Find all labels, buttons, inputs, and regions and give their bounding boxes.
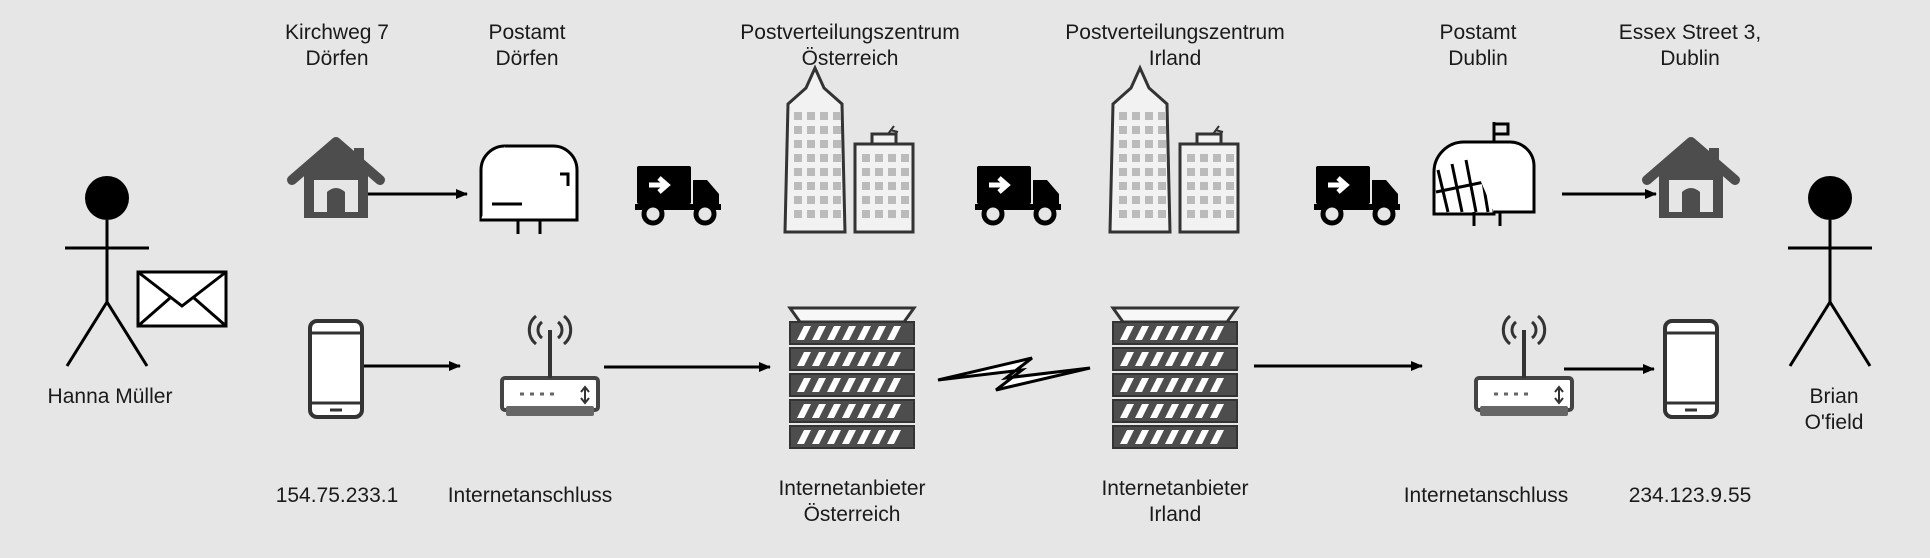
sender-address-label: Kirchweg 7 Dörfen	[285, 21, 389, 70]
ireland-isp-label: Internetanbieter Irland	[1101, 477, 1249, 526]
ireland-center-buildings-icon	[1108, 66, 1240, 234]
truck-icon-1	[635, 166, 721, 223]
austria-isp-label: Internetanbieter Österreich	[778, 477, 926, 526]
recipient-house-icon	[1647, 142, 1735, 218]
recipient-wifi-router-icon	[1474, 314, 1574, 418]
ireland-isp-server-rack-icon	[1113, 308, 1237, 448]
recipient-router-label: Internetanschluss	[1403, 484, 1569, 507]
sender-wifi-router-icon	[500, 314, 600, 418]
austria-center-label: Postverteilungszentrum Österreich	[740, 21, 960, 70]
recipient-name-label: Brian O'field	[1804, 385, 1864, 434]
lightning-link-icon	[937, 356, 1091, 392]
recipient-person-icon	[1786, 174, 1874, 368]
sender-house-icon	[292, 142, 380, 218]
sender-person-icon	[63, 174, 151, 368]
recipient-smartphone-icon	[1663, 319, 1719, 419]
recipient-mailbox-icon	[1432, 122, 1536, 226]
sender-smartphone-icon	[308, 319, 364, 419]
recipient-address-label: Essex Street 3, Dublin	[1618, 21, 1762, 70]
sender-name-label: Hanna Müller	[47, 385, 173, 408]
truck-icon-3	[1314, 166, 1400, 223]
sender-post-office-label: Postamt Dörfen	[488, 21, 566, 70]
envelope-icon	[136, 270, 228, 328]
sender-mailbox-icon	[479, 144, 579, 234]
sender-ip-label: 154.75.233.1	[275, 484, 399, 507]
truck-icon-2	[975, 166, 1061, 223]
austria-center-buildings-icon	[783, 66, 915, 234]
recipient-post-office-label: Postamt Dublin	[1439, 21, 1517, 70]
sender-router-label: Internetanschluss	[447, 484, 613, 507]
austria-isp-server-rack-icon	[790, 308, 914, 448]
ireland-center-label: Postverteilungszentrum Irland	[1065, 21, 1285, 70]
recipient-ip-label: 234.123.9.55	[1628, 484, 1752, 507]
